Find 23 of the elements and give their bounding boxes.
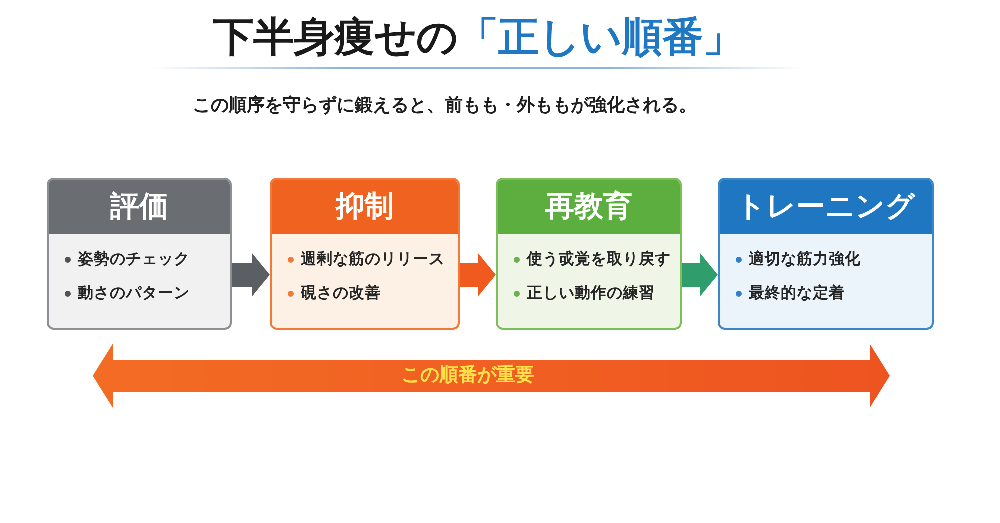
subtitle: この順序を守らずに鍛えると、前もも・外ももが強化される。	[193, 94, 697, 117]
step-heading: トレーニング	[720, 180, 932, 234]
double-arrow-banner	[93, 344, 890, 408]
step-heading: 再教育	[498, 180, 680, 234]
list-item-text: 正しい動作の練習	[527, 284, 655, 304]
arrow	[682, 253, 718, 297]
arrow	[460, 253, 496, 297]
list-item-text: 週剰な筋のリリース	[301, 250, 445, 270]
list-item-text: 適切な筋力強化	[749, 250, 861, 270]
list-item-text: 硯さの改善	[301, 283, 381, 304]
step-card	[47, 178, 232, 330]
list-item-text: 姿勢のチェック	[78, 250, 190, 270]
step-heading: 抑制	[272, 180, 458, 234]
title: 下半身痩せの「正しい順番」	[212, 13, 744, 62]
banner-text: この順番が重要	[402, 364, 534, 388]
step-card	[718, 178, 934, 330]
list-item-text: 最終的な定着	[749, 284, 845, 304]
list-item-text: 動さのパターン	[78, 284, 190, 304]
arrow	[232, 253, 270, 297]
list-item-text: 使う戓覚を取り戻す	[527, 250, 671, 270]
step-card	[496, 178, 682, 330]
step-card	[270, 178, 460, 330]
step-heading: 評価	[49, 180, 230, 234]
